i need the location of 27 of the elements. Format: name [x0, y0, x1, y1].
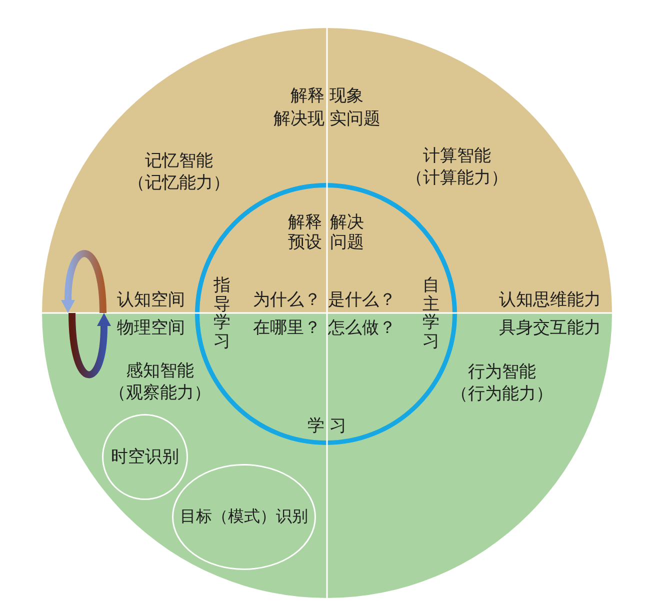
space-label: 物理空间	[117, 316, 185, 340]
ring-text: 解释预设	[288, 212, 322, 254]
vertical-label: 指导学习	[214, 276, 230, 352]
ability-label: 记忆智能（记忆能力）	[127, 150, 231, 194]
cycle-arrow	[68, 312, 111, 378]
ability-label: 具身交互能力	[499, 316, 601, 340]
heading-text: 解释 现象	[290, 84, 364, 108]
ability-label: 行为智能（行为能力）	[450, 360, 554, 406]
question-text: 在哪里？	[253, 316, 321, 340]
oval-label: 目标（模式）识别	[180, 506, 308, 528]
upper-half-region	[42, 28, 612, 313]
question-text: 怎么做？	[328, 316, 396, 340]
lower-half-region	[42, 313, 612, 598]
circle-label: 时空识别	[111, 446, 179, 468]
question-text: 是什么？	[328, 288, 396, 312]
question-text: 为什么？	[253, 288, 321, 312]
ability-label: 感知智能（观察能力）	[108, 360, 212, 404]
ability-label: 计算智能（计算能力）	[405, 144, 509, 190]
ring-label: 学 习	[307, 414, 347, 438]
outlined-oval	[172, 464, 316, 570]
ring-text: 解决问题	[330, 212, 364, 254]
outlined-circle	[102, 414, 188, 500]
cycle-arrow	[61, 250, 106, 314]
space-label: 认知空间	[117, 288, 185, 312]
vertical-label: 自主学习	[422, 276, 440, 352]
heading-text: 解决现 实问题	[273, 108, 381, 130]
ability-label: 认知思维能力	[499, 288, 601, 312]
